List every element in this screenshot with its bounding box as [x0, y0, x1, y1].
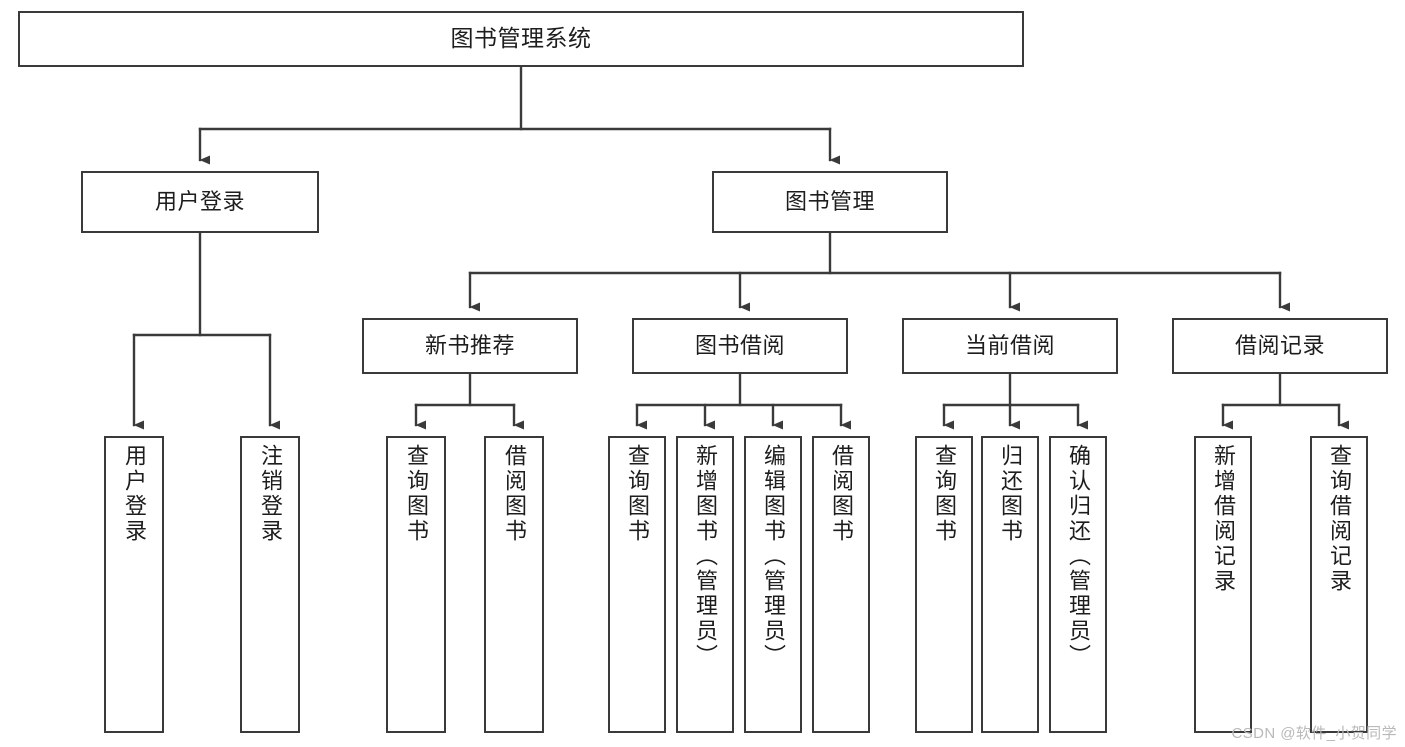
leaf-borrow-book-recommend-label: 借阅图书 — [502, 444, 527, 544]
node-current-borrow-label: 当前借阅 — [964, 332, 1055, 358]
leaf-query-book-borrow-label: 查询图书 — [625, 444, 650, 544]
leaf-borrow-book-label: 借阅图书 — [829, 444, 854, 544]
node-book-management-label: 图书管理 — [784, 188, 875, 214]
leaf-confirm-return-label: 确认归还（管理员） — [1066, 444, 1091, 669]
leaf-query-book-current-label: 查询图书 — [932, 444, 957, 544]
leaf-user-login[interactable]: 用户登录 — [104, 436, 164, 733]
node-root-label: 图书管理系统 — [450, 25, 592, 52]
leaf-confirm-return[interactable]: 确认归还（管理员） — [1049, 436, 1107, 733]
node-user-login[interactable]: 用户登录 — [81, 171, 319, 233]
leaf-user-logout[interactable]: 注销登录 — [240, 436, 300, 733]
node-borrow-record[interactable]: 借阅记录 — [1172, 318, 1388, 374]
watermark: CSDN @软件_小贺同学 — [1231, 725, 1397, 742]
node-current-borrow[interactable]: 当前借阅 — [902, 318, 1118, 374]
leaf-return-book-label: 归还图书 — [998, 444, 1023, 544]
node-book-borrow-label: 图书借阅 — [694, 332, 785, 358]
node-book-management[interactable]: 图书管理 — [712, 171, 948, 233]
leaf-add-borrow-record[interactable]: 新增借阅记录 — [1194, 436, 1252, 733]
node-book-borrow[interactable]: 图书借阅 — [632, 318, 848, 374]
leaf-query-book-recommend[interactable]: 查询图书 — [386, 436, 446, 733]
node-borrow-record-label: 借阅记录 — [1234, 332, 1325, 358]
leaf-query-borrow-record-label: 查询借阅记录 — [1327, 444, 1352, 594]
leaf-query-book-recommend-label: 查询图书 — [404, 444, 429, 544]
leaf-user-login-label: 用户登录 — [122, 444, 147, 544]
node-user-login-label: 用户登录 — [154, 188, 245, 214]
leaf-query-book-borrow[interactable]: 查询图书 — [608, 436, 666, 733]
leaf-query-book-current[interactable]: 查询图书 — [915, 436, 973, 733]
leaf-edit-book-label: 编辑图书（管理员） — [761, 444, 786, 669]
leaf-borrow-book-recommend[interactable]: 借阅图书 — [484, 436, 544, 733]
leaf-add-book-label: 新增图书（管理员） — [693, 444, 718, 669]
leaf-add-borrow-record-label: 新增借阅记录 — [1211, 444, 1236, 594]
node-new-book-recommend-label: 新书推荐 — [424, 332, 515, 358]
node-new-book-recommend[interactable]: 新书推荐 — [362, 318, 578, 374]
leaf-return-book[interactable]: 归还图书 — [981, 436, 1039, 733]
leaf-add-book[interactable]: 新增图书（管理员） — [676, 436, 734, 733]
leaf-borrow-book[interactable]: 借阅图书 — [812, 436, 870, 733]
leaf-query-borrow-record[interactable]: 查询借阅记录 — [1310, 436, 1368, 733]
leaf-edit-book[interactable]: 编辑图书（管理员） — [744, 436, 802, 733]
node-root[interactable]: 图书管理系统 — [18, 11, 1024, 67]
leaf-user-logout-label: 注销登录 — [258, 444, 283, 544]
